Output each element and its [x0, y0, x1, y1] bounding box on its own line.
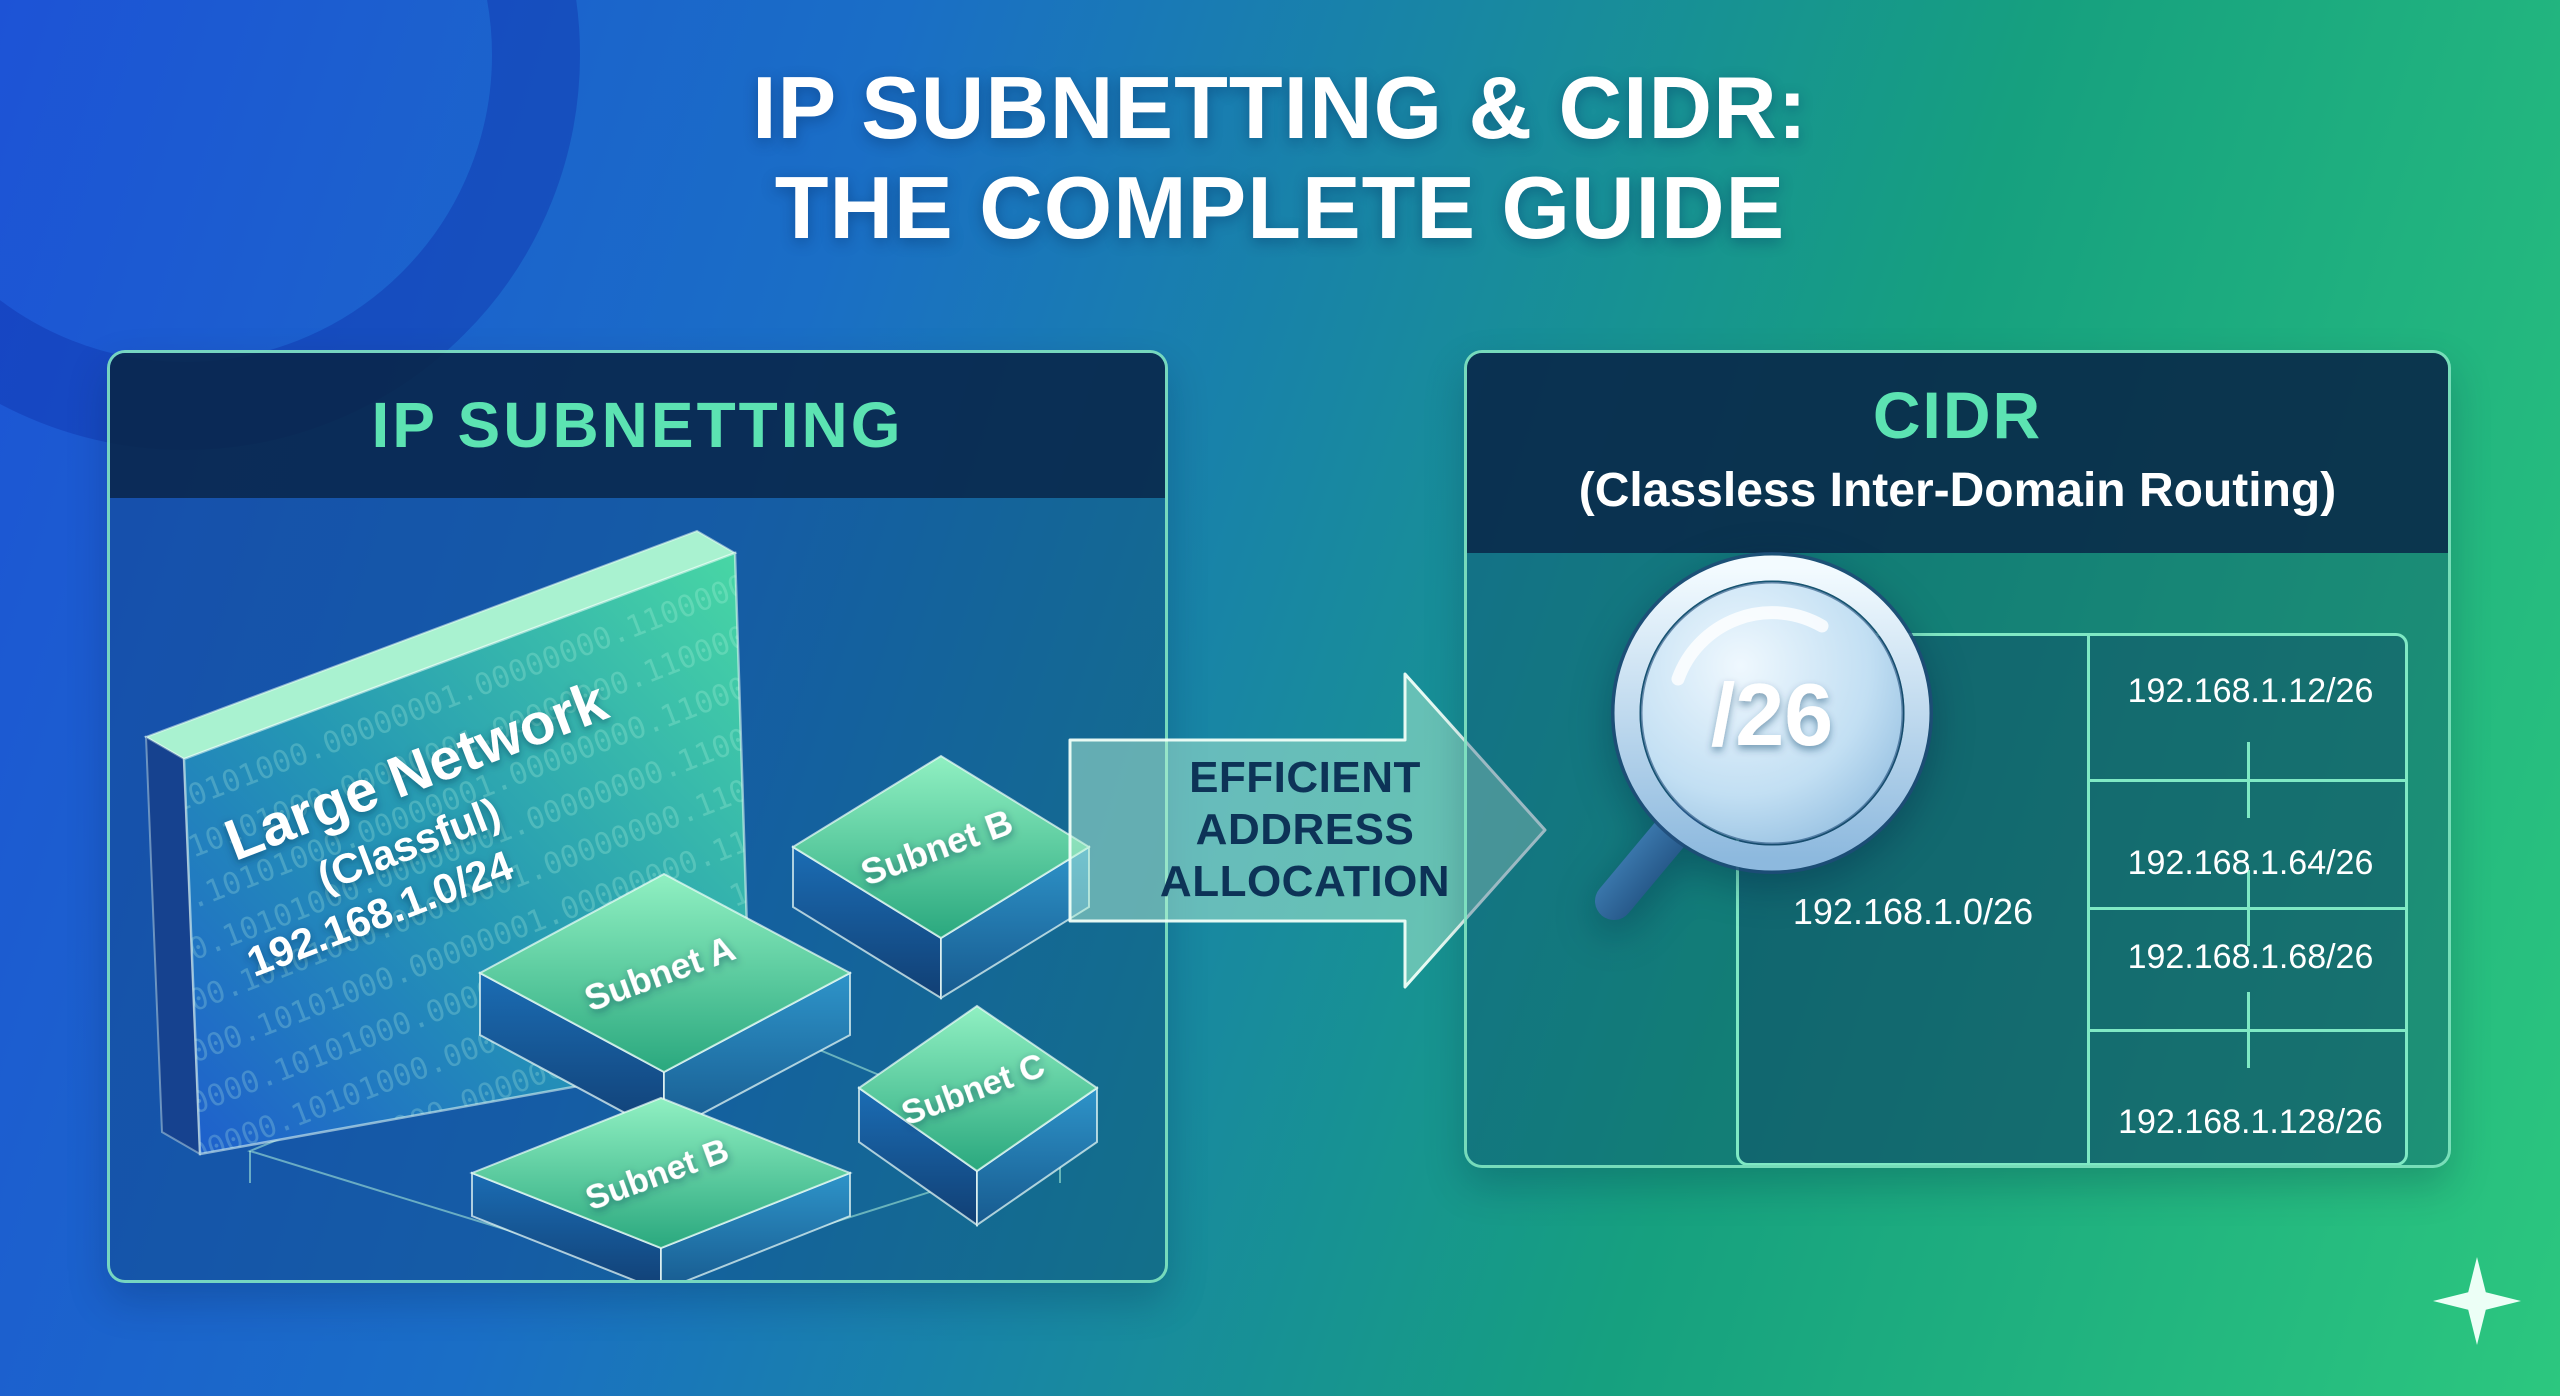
subnet-map-tick — [2247, 742, 2250, 818]
subnet-block-label-3: 192.168.1.128/26 — [2118, 1103, 2383, 1141]
arrow-caption-line3: ALLOCATION — [1159, 856, 1451, 906]
cidr-panel-header: CIDR (Classless Inter-Domain Routing) — [1467, 353, 2448, 553]
arrow-caption: EFFICIENT ADDRESS ALLOCATION — [1115, 752, 1495, 908]
sparkle-icon — [2433, 1257, 2521, 1345]
magnifier-zoom-label: /26 — [1711, 665, 1833, 764]
subnet-map-tick — [2247, 870, 2250, 946]
cidr-panel-subtitle: (Classless Inter-Domain Routing) — [1578, 464, 2337, 517]
subnetting-panel: IP SUBNETTING — [107, 350, 1168, 1283]
subnetting-panel-header: IP SUBNETTING — [110, 353, 1165, 498]
subnet-b-upper-block: Subnet B — [791, 754, 1091, 1000]
base-block-label: 192.168.1.0/26 — [1792, 891, 2034, 932]
cidr-panel-title: CIDR — [1872, 378, 2043, 452]
subnet-map-vertical-divider — [2087, 636, 2090, 1163]
subnet-map-tick — [2247, 992, 2250, 1068]
cidr-panel: CIDR (Classless Inter-Domain Routing) 19… — [1464, 350, 2451, 1168]
magnifier-icon: /26 — [1595, 552, 1933, 920]
page-title: IP SUBNETTING & CIDR: THE COMPLETE GUIDE — [0, 58, 2560, 259]
subnet-c-block: Subnet C — [857, 1004, 1099, 1227]
arrow-caption-line1: EFFICIENT — [1189, 753, 1421, 802]
subnetting-illustration: 11000000.10101000.00000001.00000000.1100… — [143, 529, 1099, 1280]
title-line1: IP SUBNETTING & CIDR: — [752, 58, 1808, 157]
subnet-block-label-1: 192.168.1.64/26 — [2127, 844, 2374, 882]
arrow-shape — [1068, 672, 1547, 989]
subnetting-panel-title: IP SUBNETTING — [371, 389, 904, 461]
subnet-b-lower-block: Subnet B — [469, 1096, 853, 1280]
title-line2: THE COMPLETE GUIDE — [774, 158, 1786, 258]
arrow-caption-line2: ADDRESS — [1195, 804, 1415, 854]
cidr-subnet-map: 192.168.1.0/26 192.168.1.12/26 192.168.1… — [1736, 633, 2408, 1165]
transition-arrow: EFFICIENT ADDRESS ALLOCATION — [1055, 650, 1560, 1005]
subnet-block-label-2: 192.168.1.68/26 — [2127, 938, 2374, 976]
subnet-block-label-0: 192.168.1.12/26 — [2127, 672, 2374, 710]
magnifier-lens — [1611, 552, 1933, 874]
